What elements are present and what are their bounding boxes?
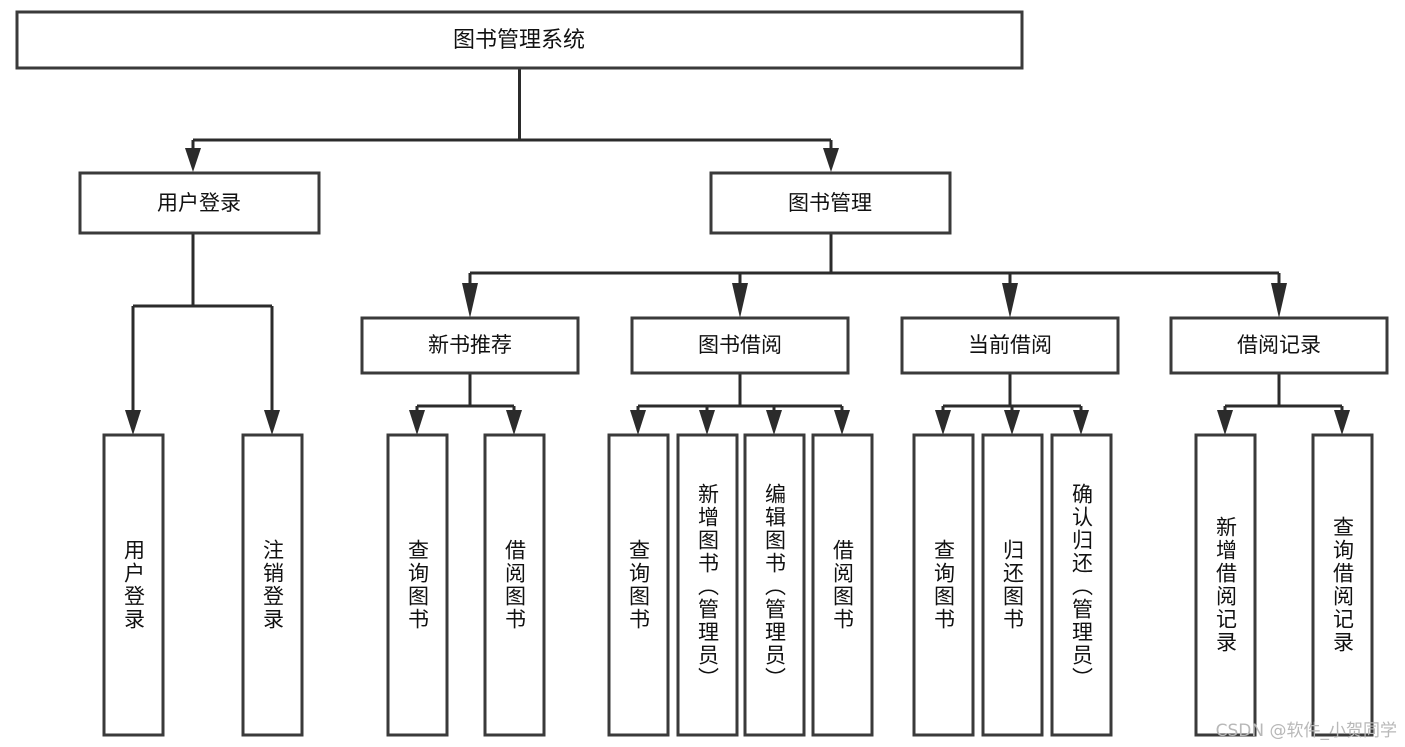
arrow-leaf-edit-book	[766, 410, 782, 435]
arrow-current-borrow	[1002, 283, 1018, 318]
node-user-login[interactable]: 用户登录	[78, 171, 321, 235]
watermark-text: CSDN @软件_小贺同学	[1215, 721, 1397, 741]
node-new-book-recommend[interactable]: 新书推荐	[360, 316, 580, 375]
arrow-leaf-return-book	[1004, 410, 1020, 435]
arrow-leaf-query-book-1	[409, 410, 425, 435]
arrow-user-login	[185, 148, 201, 172]
connector-group-book-management	[462, 233, 1287, 318]
borrow-record-label: 借阅记录	[1237, 333, 1321, 357]
connector-group-book-borrow	[630, 373, 850, 435]
node-book-management[interactable]: 图书管理	[709, 171, 952, 235]
current-borrow-box[interactable]	[900, 316, 1120, 375]
leaf-query-book-3-box[interactable]	[912, 433, 975, 737]
arrow-leaf-user-login	[125, 410, 141, 435]
arrow-leaf-borrow-book-1	[506, 410, 522, 435]
leaf-query-book-2-box[interactable]	[607, 433, 670, 737]
connector-group-current-borrow	[935, 373, 1089, 435]
arrow-borrow-record	[1271, 283, 1287, 318]
book-management-box[interactable]	[709, 171, 952, 235]
arrow-new-book-recommend	[462, 283, 478, 318]
leaf-return-book-box[interactable]	[981, 433, 1044, 737]
arrow-leaf-query-book-2	[630, 410, 646, 435]
book-borrow-box[interactable]	[630, 316, 850, 375]
root-label: 图书管理系统	[453, 28, 585, 53]
leaf-edit-book-box[interactable]	[743, 433, 806, 737]
arrow-book-management	[823, 148, 839, 172]
book-borrow-label: 图书借阅	[698, 333, 782, 357]
node-current-borrow[interactable]: 当前借阅	[900, 316, 1120, 375]
user-login-box[interactable]	[78, 171, 321, 235]
arrow-leaf-add-book	[699, 410, 715, 435]
leaf-query-record-box[interactable]	[1311, 433, 1374, 737]
leaf-borrow-book-2-box[interactable]	[811, 433, 874, 737]
leaf-query-book-1-box[interactable]	[386, 433, 449, 737]
node-root[interactable]: 图书管理系统	[15, 10, 1024, 70]
arrow-leaf-query-record	[1334, 410, 1350, 435]
leaf-borrow-book-1-box[interactable]	[483, 433, 546, 737]
connector-group-borrow-record	[1217, 373, 1350, 435]
arrow-leaf-add-record	[1217, 410, 1233, 435]
leaf-confirm-return-box[interactable]	[1050, 433, 1113, 737]
current-borrow-label: 当前借阅	[968, 333, 1052, 357]
user-login-label: 用户登录	[157, 191, 241, 215]
arrow-book-borrow	[732, 283, 748, 318]
book-management-label: 图书管理	[788, 191, 872, 215]
connector-group-user-login	[125, 233, 280, 435]
leaf-user-login-box[interactable]	[102, 433, 165, 737]
leaf-add-book-box[interactable]	[676, 433, 739, 737]
leaf-boxes	[102, 433, 1374, 737]
connector-group-new-book-recommend	[409, 373, 522, 435]
connector-group-root	[185, 68, 839, 172]
arrow-leaf-logout-login	[264, 410, 280, 435]
leaf-logout-login-box[interactable]	[241, 433, 304, 737]
borrow-record-box[interactable]	[1169, 316, 1389, 375]
root-box[interactable]	[15, 10, 1024, 70]
node-book-borrow[interactable]: 图书借阅	[630, 316, 850, 375]
arrow-leaf-confirm-return	[1073, 410, 1089, 435]
new-book-recommend-box[interactable]	[360, 316, 580, 375]
arrow-leaf-borrow-book-2	[834, 410, 850, 435]
new-book-recommend-label: 新书推荐	[428, 333, 512, 357]
node-borrow-record[interactable]: 借阅记录	[1169, 316, 1389, 375]
leaf-add-record-box[interactable]	[1194, 433, 1257, 737]
arrow-leaf-query-book-3	[935, 410, 951, 435]
